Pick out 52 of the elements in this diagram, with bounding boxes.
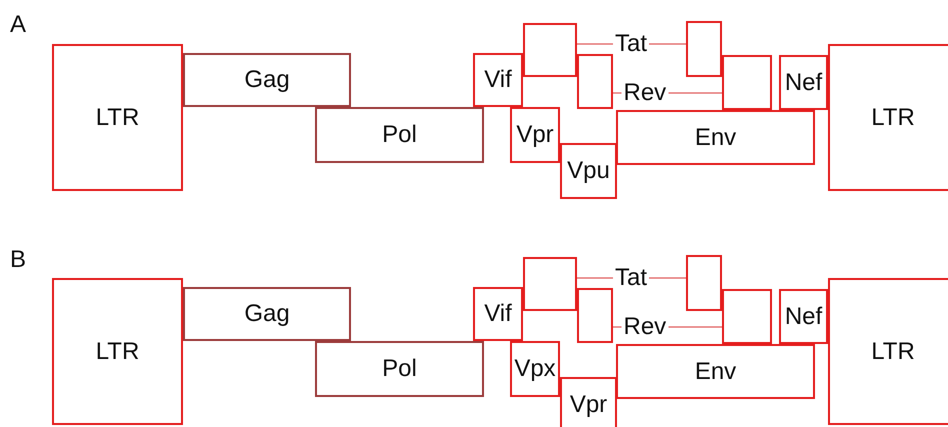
gene-box	[779, 289, 828, 344]
connector-line	[668, 326, 722, 328]
gene-box	[183, 287, 351, 341]
gene-label: Nef	[784, 70, 822, 96]
exon-box	[686, 255, 722, 311]
gene-label: Nef	[784, 304, 822, 330]
panel-letter: A	[10, 12, 26, 38]
connector-line	[649, 43, 686, 45]
gene-label: LTR	[96, 104, 140, 130]
panel-letter: B	[10, 247, 26, 273]
exon-box	[577, 54, 613, 109]
gene-box	[473, 287, 523, 341]
exon-box	[686, 21, 722, 77]
connector-line	[577, 43, 613, 45]
gene-box	[315, 107, 484, 163]
gene-box	[828, 278, 948, 425]
gene-box	[560, 143, 617, 199]
gene-label: Pol	[382, 122, 417, 148]
gene-box	[52, 278, 183, 425]
gene-box	[560, 377, 617, 427]
gene-label: LTR	[871, 338, 915, 364]
gene-label: Gag	[244, 301, 290, 327]
gene-label: LTR	[96, 338, 140, 364]
connector-line	[668, 92, 722, 94]
gene-box	[828, 44, 948, 191]
exon-box	[722, 289, 772, 344]
gene-label: Env	[694, 124, 736, 150]
connector-line	[577, 277, 613, 279]
gene-label: Vpr	[570, 392, 608, 418]
gene-label: Vif	[484, 301, 512, 327]
gene-label: Env	[694, 358, 736, 384]
gene-label: Pol	[382, 356, 417, 382]
gene-label: Gag	[244, 67, 290, 93]
gene-box	[616, 344, 815, 399]
gene-label: LTR	[871, 104, 915, 130]
exon-box	[523, 23, 577, 77]
connector-line	[649, 277, 686, 279]
gene-box	[315, 341, 484, 397]
gene-box	[510, 341, 560, 397]
exon-box	[577, 288, 613, 343]
gene-box	[183, 53, 351, 107]
exon-box	[722, 55, 772, 110]
gene-label: Vpx	[514, 356, 556, 382]
gene-label: Vif	[484, 67, 512, 93]
gene-box	[779, 55, 828, 110]
exon-box	[523, 257, 577, 311]
gene-box	[52, 44, 183, 191]
gene-label: Vpu	[567, 158, 610, 184]
gene-box	[473, 53, 523, 107]
gene-box	[510, 107, 560, 163]
gene-box	[616, 110, 815, 165]
gene-label: Vpr	[516, 122, 554, 148]
